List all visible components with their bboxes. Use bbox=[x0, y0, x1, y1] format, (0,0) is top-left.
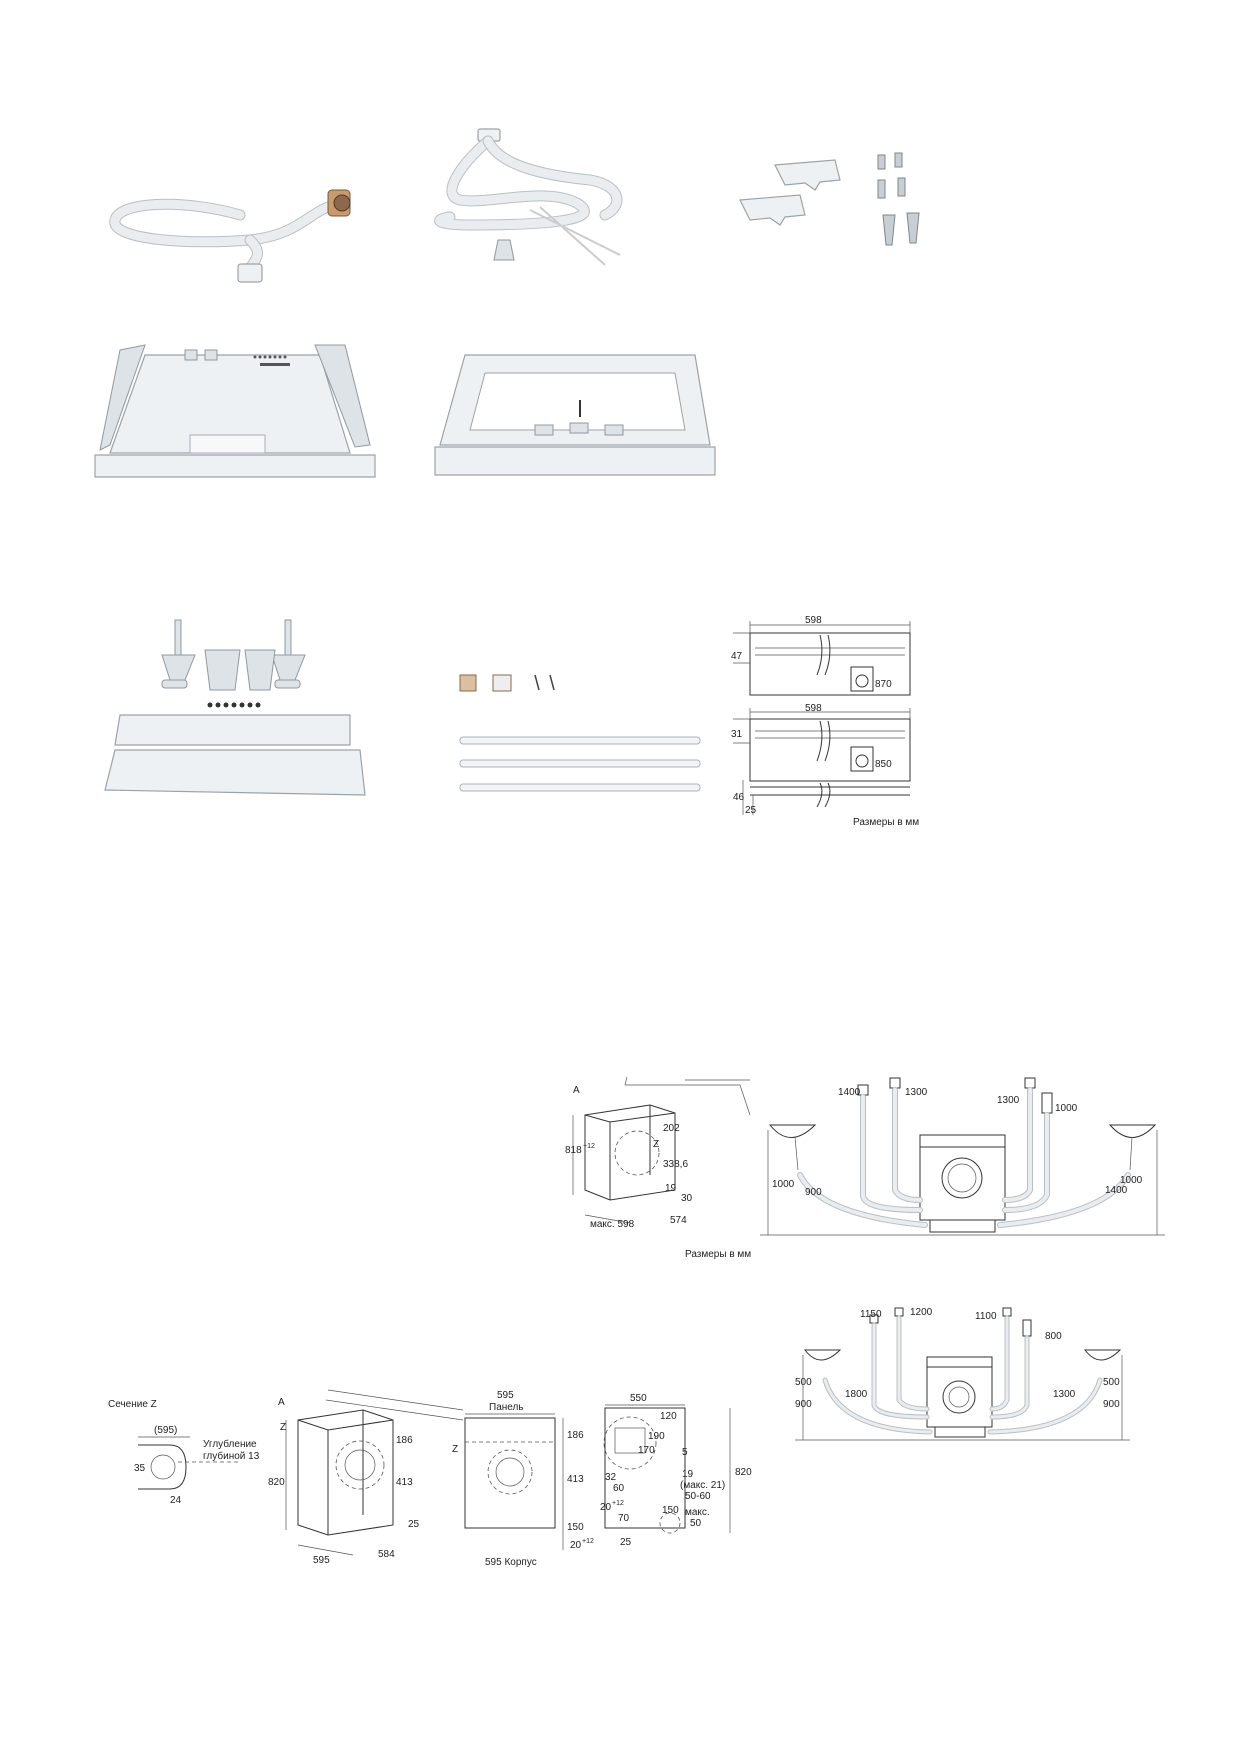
drain-hose-photo bbox=[434, 128, 623, 266]
stacking-dimensions-diagram: 598 47 870 598 31 850 46 25 Размеры в мм bbox=[731, 615, 919, 828]
side-dim-50-60: 50-60 bbox=[685, 1491, 711, 1502]
section-z-24: 24 bbox=[170, 1495, 182, 1506]
niche-height-818: 818 bbox=[565, 1145, 582, 1156]
niche-dimensions-diagram: A 818 +12 202 Z 338,6 19 30 макс. 598 57… bbox=[565, 1076, 751, 1260]
hose1-1300-left: 1300 bbox=[905, 1087, 928, 1098]
side-dim-20-12: 20 bbox=[600, 1502, 612, 1513]
niche-dim-338: 338,6 bbox=[663, 1159, 688, 1170]
side-width-550: 550 bbox=[630, 1393, 647, 1404]
hose2-900-right: 900 bbox=[1103, 1399, 1120, 1410]
section-z-diagram: Сечение Z (595) Углубление глубиной 13 3… bbox=[108, 1399, 260, 1506]
rails-kit-photo bbox=[459, 674, 701, 792]
side-dim-max50-1: макс. bbox=[685, 1507, 710, 1518]
hose2-900-left: 900 bbox=[795, 1399, 812, 1410]
side-dim-5: 5 bbox=[682, 1447, 688, 1458]
side-dim-max21: (макс. 21) bbox=[680, 1480, 725, 1491]
niche-label-a: A bbox=[573, 1085, 580, 1096]
hose-lengths-diagram-2: 1150 1200 1100 800 500 900 1800 1300 500… bbox=[795, 1307, 1130, 1441]
drawer-stacking-kit-photo bbox=[94, 344, 376, 478]
dim-46: 46 bbox=[733, 792, 745, 803]
hose2-500-left: 500 bbox=[795, 1377, 812, 1388]
niche-dim-202: 202 bbox=[663, 1123, 680, 1134]
front-dim-413: 413 bbox=[567, 1474, 584, 1485]
iso-dim-413: 413 bbox=[396, 1477, 413, 1488]
iso-height-820: 820 bbox=[268, 1477, 285, 1488]
niche-width-max: макс. 598 bbox=[590, 1219, 635, 1230]
side-dim-60: 60 bbox=[613, 1483, 625, 1494]
niche-depth-574: 574 bbox=[670, 1215, 687, 1226]
hose1-900: 900 bbox=[805, 1187, 822, 1198]
hose1-height-1000-right: 1000 bbox=[1120, 1175, 1143, 1186]
hose2-1100: 1100 bbox=[975, 1311, 997, 1322]
front-width-595: 595 bbox=[497, 1390, 514, 1401]
dim-25: 25 bbox=[745, 805, 757, 816]
section-z-595: (595) bbox=[154, 1425, 177, 1436]
anti-slip-plates-screws-photo bbox=[739, 152, 920, 246]
front-panel-label: Панель bbox=[489, 1402, 524, 1413]
front-dim-20: 20 bbox=[570, 1540, 582, 1551]
side-dim-19: 19 bbox=[682, 1469, 694, 1480]
side-dim-25: 25 bbox=[620, 1537, 632, 1548]
hose2-500-right: 500 bbox=[1103, 1377, 1120, 1388]
hose1-1400-right: 1400 bbox=[1105, 1185, 1128, 1196]
front-dim-20-tol: +12 bbox=[582, 1538, 594, 1545]
niche-units-note: Размеры в мм bbox=[685, 1249, 751, 1260]
side-dim-190: 190 bbox=[648, 1431, 665, 1442]
hose1-1400-left: 1400 bbox=[838, 1087, 861, 1098]
water-inlet-hose-photo bbox=[109, 189, 351, 283]
hose2-1200: 1200 bbox=[910, 1307, 933, 1318]
dim-598-top: 598 bbox=[805, 615, 822, 626]
iso-width-595: 595 bbox=[313, 1555, 330, 1566]
front-dim-150: 150 bbox=[567, 1522, 584, 1533]
side-view-diagram: 550 120 190 170 5 820 32 60 19 (макс. 21… bbox=[600, 1393, 752, 1548]
stacking-frame-photo bbox=[434, 354, 716, 476]
dim-47: 47 bbox=[731, 651, 743, 662]
section-z-title: Сечение Z bbox=[108, 1399, 157, 1410]
hose2-1150: 1150 bbox=[860, 1309, 882, 1320]
niche-label-z: Z bbox=[653, 1139, 659, 1150]
hose2-800: 800 bbox=[1045, 1331, 1062, 1342]
hose1-1300-right: 1300 bbox=[997, 1095, 1020, 1106]
side-dim-20-12-tol: +12 bbox=[612, 1500, 624, 1507]
side-height-820: 820 bbox=[735, 1467, 752, 1478]
niche-height-tol: +12 bbox=[583, 1143, 595, 1150]
side-dim-120: 120 bbox=[660, 1411, 677, 1422]
iso-dim-25: 25 bbox=[408, 1519, 420, 1530]
side-dim-70: 70 bbox=[618, 1513, 630, 1524]
section-z-recess-1: Углубление bbox=[203, 1438, 257, 1450]
dim-850: 850 bbox=[875, 759, 892, 770]
iso-label-a: A bbox=[278, 1397, 285, 1408]
dim-598-bottom: 598 bbox=[805, 703, 822, 714]
hose-lengths-diagram-1: 1400 1300 1300 1000 1000 900 1400 1000 bbox=[760, 1077, 1165, 1236]
iso-depth-584: 584 bbox=[378, 1549, 395, 1560]
front-label-z: Z bbox=[452, 1444, 458, 1455]
iso-dim-186: 186 bbox=[396, 1435, 413, 1446]
hose1-height-1000-left: 1000 bbox=[772, 1179, 795, 1190]
niche-dim-30: 30 bbox=[681, 1193, 693, 1204]
feet-and-panels-kit-photo bbox=[104, 619, 366, 796]
hose1-1000-right: 1000 bbox=[1055, 1103, 1078, 1114]
dim-31: 31 bbox=[731, 729, 743, 740]
section-z-recess-2: глубиной 13 bbox=[203, 1450, 260, 1462]
front-view-diagram: 595 Панель Z 186 413 150 20 +12 595 Корп… bbox=[452, 1390, 594, 1568]
side-dim-max50-2: 50 bbox=[690, 1518, 702, 1529]
units-note-1: Размеры в мм bbox=[853, 817, 919, 828]
hose2-1300: 1300 bbox=[1053, 1389, 1076, 1400]
side-dim-32: 32 bbox=[605, 1472, 617, 1483]
iso-label-z: Z bbox=[280, 1422, 286, 1433]
dim-870: 870 bbox=[875, 679, 892, 690]
side-dim-150: 150 bbox=[662, 1505, 679, 1516]
front-corpus-label: 595 Корпус bbox=[485, 1557, 537, 1568]
side-dim-170: 170 bbox=[638, 1445, 655, 1456]
front-dim-186: 186 bbox=[567, 1430, 584, 1441]
niche-dim-19: 19 bbox=[665, 1183, 677, 1194]
section-z-35: 35 bbox=[134, 1463, 146, 1474]
hose2-1800: 1800 bbox=[845, 1389, 868, 1400]
built-in-iso-diagram: A Z 820 186 413 25 595 584 bbox=[268, 1389, 464, 1566]
